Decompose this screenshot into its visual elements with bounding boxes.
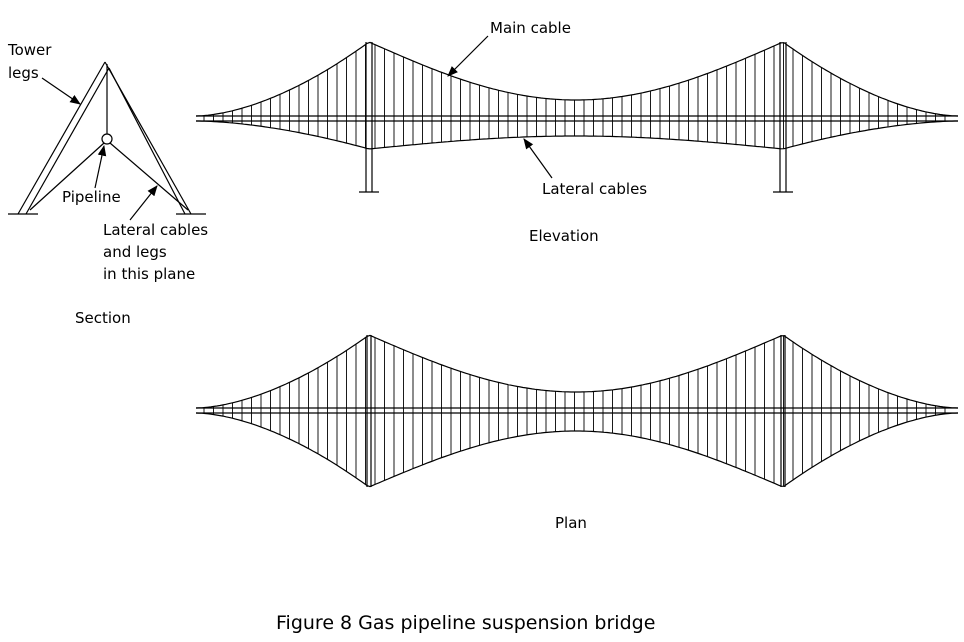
plan-upper-cable-curve xyxy=(195,334,959,409)
lateral-cable-curve xyxy=(196,120,958,150)
lateral-cables-arrow xyxy=(523,138,553,179)
plan-deck xyxy=(196,407,958,414)
section-view: Tower legs Pipeline Lateral cables and l… xyxy=(7,41,208,327)
pipeline-circle xyxy=(101,133,113,145)
plan-towers xyxy=(366,335,786,487)
plan-main-cables xyxy=(195,334,959,488)
lateral-plane-label-3: in this plane xyxy=(103,265,195,283)
main-cable-curve xyxy=(195,41,959,117)
pipeline-label: Pipeline xyxy=(62,188,121,206)
section-lateral-cables xyxy=(29,142,189,211)
elevation-title: Elevation xyxy=(529,227,599,245)
elevation-main-cable xyxy=(195,41,959,117)
elevation-deck xyxy=(196,115,958,122)
plan-hangers xyxy=(203,335,946,487)
elevation-lateral-cable xyxy=(196,120,958,150)
pipeline-arrow xyxy=(94,144,107,189)
plan-title: Plan xyxy=(555,514,587,532)
lateral-plane-label-2: and legs xyxy=(103,243,167,261)
main-cable-label: Main cable xyxy=(490,19,571,37)
plan-lower-cable-curve xyxy=(195,412,959,488)
tower-legs-label-2: legs xyxy=(8,64,39,82)
tower-legs-arrow xyxy=(41,77,81,105)
elevation-view: Main cable Lateral cables Elevation xyxy=(195,19,959,245)
lateral-plane-arrow xyxy=(129,185,158,221)
tower-legs xyxy=(8,61,206,215)
main-cable-arrow xyxy=(447,35,489,77)
section-title: Section xyxy=(75,309,131,327)
figure-caption: Figure 8 Gas pipeline suspension bridge xyxy=(276,612,655,634)
tower-legs-label-1: Tower xyxy=(7,41,52,59)
plan-view: Plan xyxy=(195,334,959,532)
elevation-towers xyxy=(359,42,793,193)
elevation-hangers xyxy=(203,42,946,149)
lateral-plane-label-1: Lateral cables xyxy=(103,221,208,239)
lateral-cables-label: Lateral cables xyxy=(542,180,647,198)
